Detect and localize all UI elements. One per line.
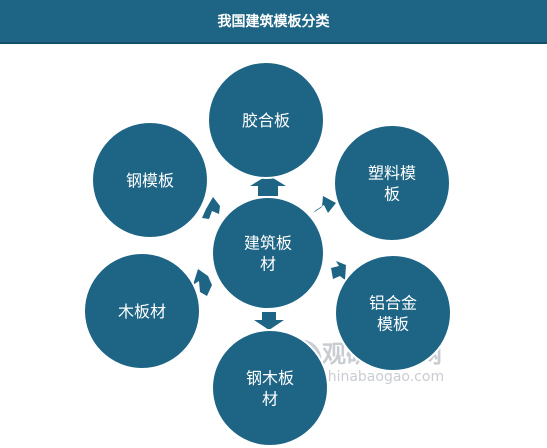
title-bar: 我国建筑模板分类 xyxy=(0,0,547,44)
arrows xyxy=(193,175,346,330)
suliao-label-line: 板 xyxy=(384,185,400,204)
gangmu-label-line: 材 xyxy=(262,390,278,409)
lvhejin-circle xyxy=(334,254,452,372)
arrow-to-jiaohe xyxy=(250,175,286,196)
muban-label-line: 木板材 xyxy=(118,302,166,321)
arrow-to-gangmoban xyxy=(202,197,220,219)
node-gangmoban: 钢模板 xyxy=(91,121,209,239)
suliao-label-line: 塑料模 xyxy=(368,164,416,183)
node-muban: 木板材 xyxy=(83,252,201,370)
gangmu-label-line: 钢木板 xyxy=(246,369,294,388)
jiaohe-circle xyxy=(207,61,325,179)
page-title: 我国建筑模板分类 xyxy=(217,14,330,30)
arrow-to-gangmu xyxy=(254,312,284,330)
lvhejin-label-line: 铝合金 xyxy=(369,294,417,313)
node-jiaohe: 胶合板 xyxy=(207,61,325,179)
gangmoban-label-line: 钢模板 xyxy=(126,171,174,190)
gangmoban-circle xyxy=(91,121,209,239)
arrow-to-muban xyxy=(193,269,212,296)
lvhejin-label-line: 模板 xyxy=(377,315,409,334)
watermark-en: chinabaogao.com xyxy=(320,369,444,385)
jiaohe-label-line: 胶合板 xyxy=(242,111,290,130)
arrow-to-lvhejin xyxy=(331,261,346,280)
center-label-line: 材 xyxy=(260,255,276,274)
suliao-circle xyxy=(333,124,451,242)
muban-circle xyxy=(83,252,201,370)
gangmu-circle xyxy=(211,329,329,447)
arrow-to-suliao xyxy=(313,196,336,213)
center-circle xyxy=(211,196,325,310)
center-label-line: 建筑板 xyxy=(244,234,292,253)
